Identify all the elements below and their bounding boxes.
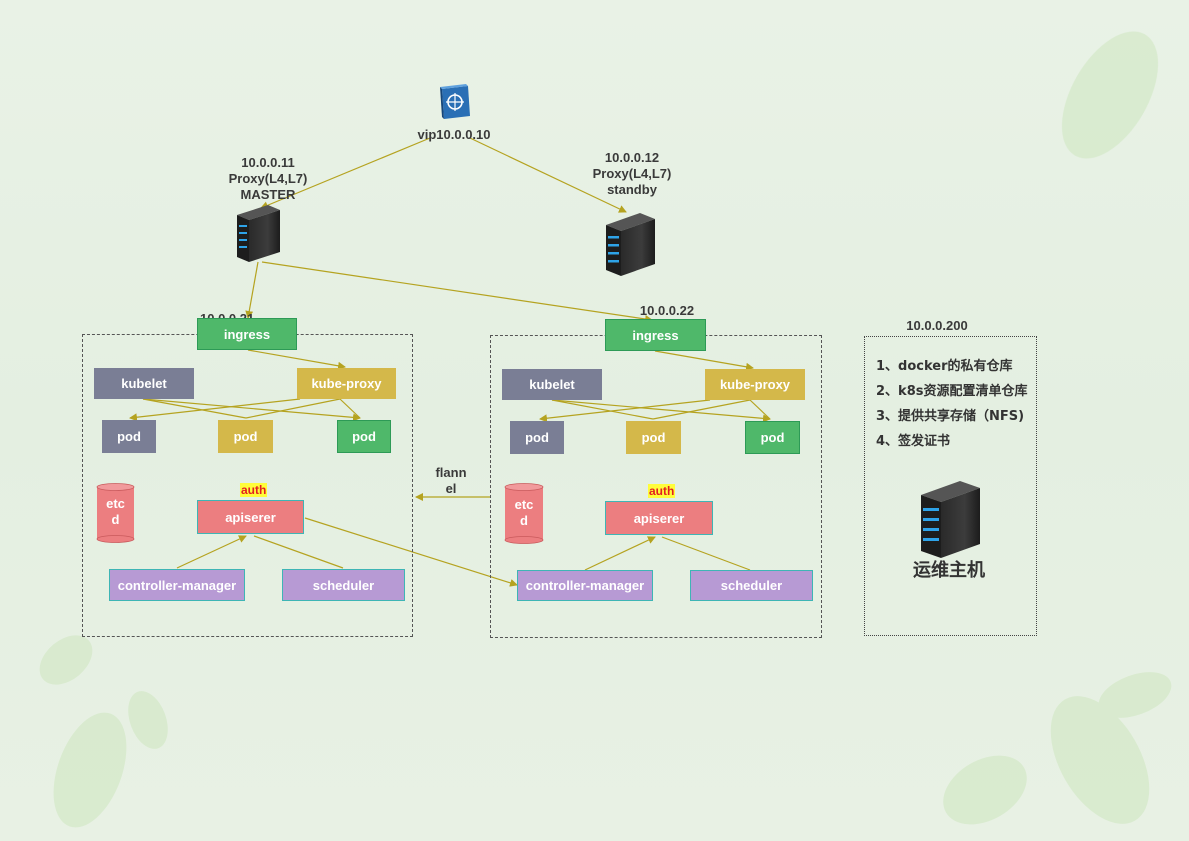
server-icon xyxy=(237,205,280,262)
flannel-label: flann el xyxy=(428,465,474,497)
node2-kubelet: kubelet xyxy=(502,369,602,400)
connector-lines xyxy=(129,137,771,587)
node2-etcd-label-line2: d xyxy=(520,513,528,528)
server-icon xyxy=(606,213,655,276)
node1-ingress: ingress xyxy=(197,318,297,350)
ops-host-item: 3、提供共享存储（NFS) xyxy=(876,409,1025,424)
node1-pod: pod xyxy=(218,420,273,453)
node1-kube-proxy: kube-proxy xyxy=(297,368,396,399)
background-leaves xyxy=(39,31,1172,828)
proxy-master-ip: 10.0.0.11 xyxy=(241,155,295,170)
ops-host-container xyxy=(864,336,1037,636)
node2-auth-badge: auth xyxy=(648,484,676,498)
proxy-master-state: MASTER xyxy=(240,187,296,202)
node2-ip: 10.0.0.22 xyxy=(639,303,695,318)
proxy-master-label: 10.0.0.11 Proxy(L4,L7) MASTER xyxy=(218,155,318,203)
node1-controller-manager: controller-manager xyxy=(109,569,245,601)
ops-host-item: 1、docker的私有仓库 xyxy=(876,359,1013,374)
node2-ingress: ingress xyxy=(605,319,706,351)
node2-etcd-label: etc d xyxy=(505,497,543,529)
node1-pod: pod xyxy=(337,420,391,453)
ops-host-name: 运维主机 xyxy=(913,560,985,581)
node1-apiserver: apiserer xyxy=(197,500,304,534)
proxy-master-role: Proxy(L4,L7) xyxy=(228,171,308,186)
firewall-icon xyxy=(440,84,470,119)
node2-scheduler: scheduler xyxy=(690,570,813,601)
ops-host-item: 4、签发证书 xyxy=(876,434,951,449)
node2-pod: pod xyxy=(745,421,800,454)
flannel-label-line1: flann xyxy=(435,465,467,480)
node1-etcd-label: etc d xyxy=(97,496,134,528)
node2-controller-manager: controller-manager xyxy=(517,570,653,601)
proxy-standby-role: Proxy(L4,L7) xyxy=(592,166,672,181)
node1-scheduler: scheduler xyxy=(282,569,405,601)
node2-kube-proxy: kube-proxy xyxy=(705,369,805,400)
ops-host-item: 2、k8s资源配置清单仓库 xyxy=(876,384,1028,399)
node1-pod: pod xyxy=(102,420,156,453)
ops-host-ip: 10.0.0.200 xyxy=(906,318,968,333)
node1-auth-badge: auth xyxy=(240,483,268,497)
flannel-label-line2: el xyxy=(445,481,457,496)
proxy-standby-ip: 10.0.0.12 xyxy=(604,150,660,165)
proxy-standby-state: standby xyxy=(607,182,657,197)
server-icon xyxy=(921,481,980,558)
node1-etcd-label-line1: etc xyxy=(106,496,125,511)
proxy-standby-label: 10.0.0.12 Proxy(L4,L7) standby xyxy=(582,150,682,198)
node2-pod: pod xyxy=(626,421,681,454)
node1-kubelet: kubelet xyxy=(94,368,194,399)
vip-label: vip10.0.0.10 xyxy=(417,127,491,142)
node2-pod: pod xyxy=(510,421,564,454)
node2-apiserver: apiserer xyxy=(605,501,713,535)
node1-etcd-label-line2: d xyxy=(111,512,120,527)
etcd-cylinder-node2 xyxy=(504,483,544,544)
etcd-cylinder-node1 xyxy=(96,483,135,543)
node2-etcd-label-line1: etc xyxy=(514,497,534,512)
